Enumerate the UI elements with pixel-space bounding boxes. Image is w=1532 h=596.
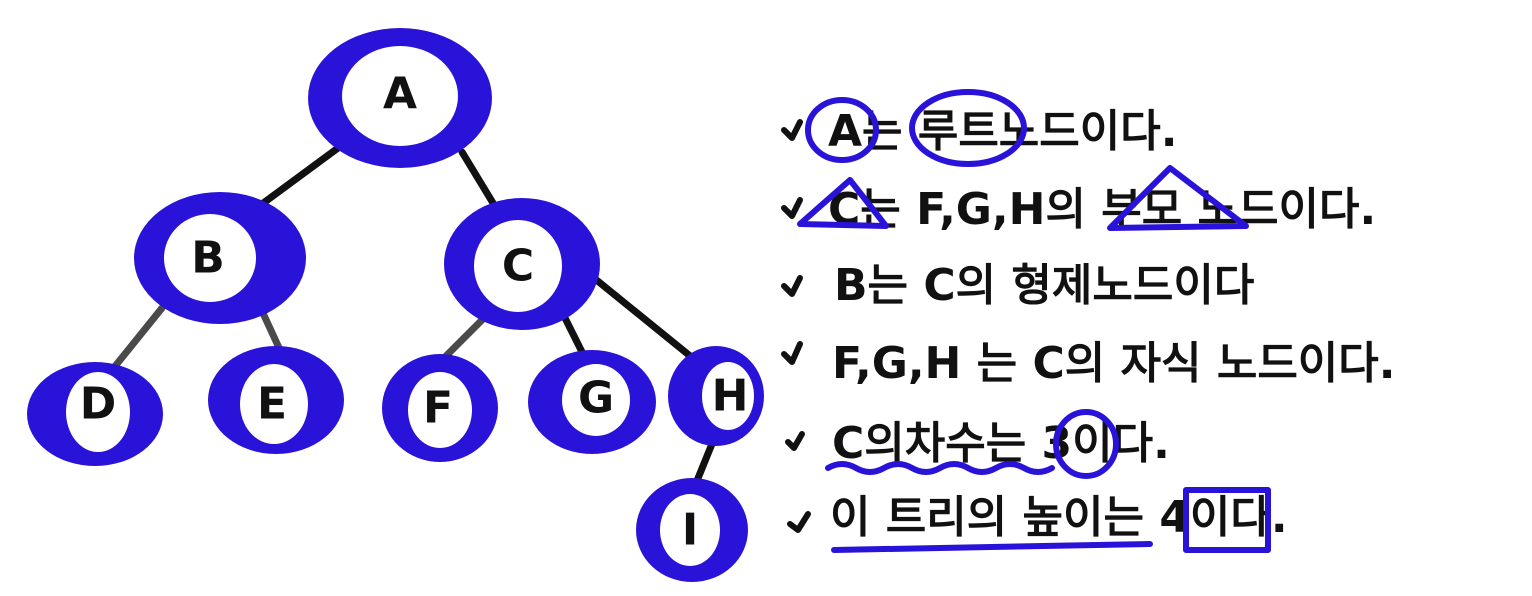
statement-2: C는 F,G,H의 부모 노드이다. xyxy=(828,184,1376,235)
check-icon xyxy=(785,431,805,451)
check-icon xyxy=(781,119,803,141)
check-marks xyxy=(781,119,811,533)
statement-5: C의차수는 3이다. xyxy=(832,418,1170,469)
check-icon xyxy=(781,275,803,297)
triangle-annotation xyxy=(797,177,889,229)
circle-annotation xyxy=(909,89,1027,167)
circle-annotation xyxy=(805,97,879,163)
edge-b-d xyxy=(108,304,166,374)
node-label-f: F xyxy=(423,383,453,434)
tree-node-b: B xyxy=(134,192,306,324)
circle-annotation xyxy=(1053,409,1119,479)
box-annotation xyxy=(1183,487,1271,553)
tree-node-d: D xyxy=(27,362,163,466)
statement-3: B는 C의 형제노드이다 xyxy=(834,260,1254,311)
tree-node-g: G xyxy=(528,350,656,454)
tree-node-e: E xyxy=(208,346,344,454)
tree-node-a: A xyxy=(308,28,492,168)
node-label-d: D xyxy=(80,379,117,430)
node-label-i: I xyxy=(682,505,698,556)
tree-node-c: C xyxy=(444,198,600,330)
check-icon xyxy=(781,197,803,219)
wavy-underline-annotation xyxy=(825,461,1055,475)
edge-a-c xyxy=(458,148,500,212)
tree-node-h: H xyxy=(668,346,764,446)
node-label-e: E xyxy=(257,379,287,430)
statement-4: F,G,H 는 C의 자식 노드이다. xyxy=(832,338,1395,389)
statement-6: 이 트리의 높이는 4이다. xyxy=(830,492,1288,543)
edge-a-b xyxy=(258,144,342,208)
node-label-h: H xyxy=(712,371,749,422)
node-label-c: C xyxy=(502,241,534,292)
edge-c-h xyxy=(590,274,704,368)
check-icon xyxy=(781,341,803,365)
node-label-a: A xyxy=(383,69,417,120)
statement-1: A는 루트노드이다. xyxy=(828,106,1177,157)
tree-node-f: F xyxy=(382,354,498,462)
annotations xyxy=(797,89,1271,553)
node-label-b: B xyxy=(191,233,225,284)
tree-node-i: I xyxy=(636,478,748,582)
statement-list: A는 루트노드이다. C는 F,G,H의 부모 노드이다. B는 C의 형제노드… xyxy=(828,106,1395,543)
check-icon xyxy=(787,511,811,533)
node-label-g: G xyxy=(578,373,614,424)
triangle-annotation xyxy=(1107,165,1249,231)
underline-annotation xyxy=(831,541,1153,553)
